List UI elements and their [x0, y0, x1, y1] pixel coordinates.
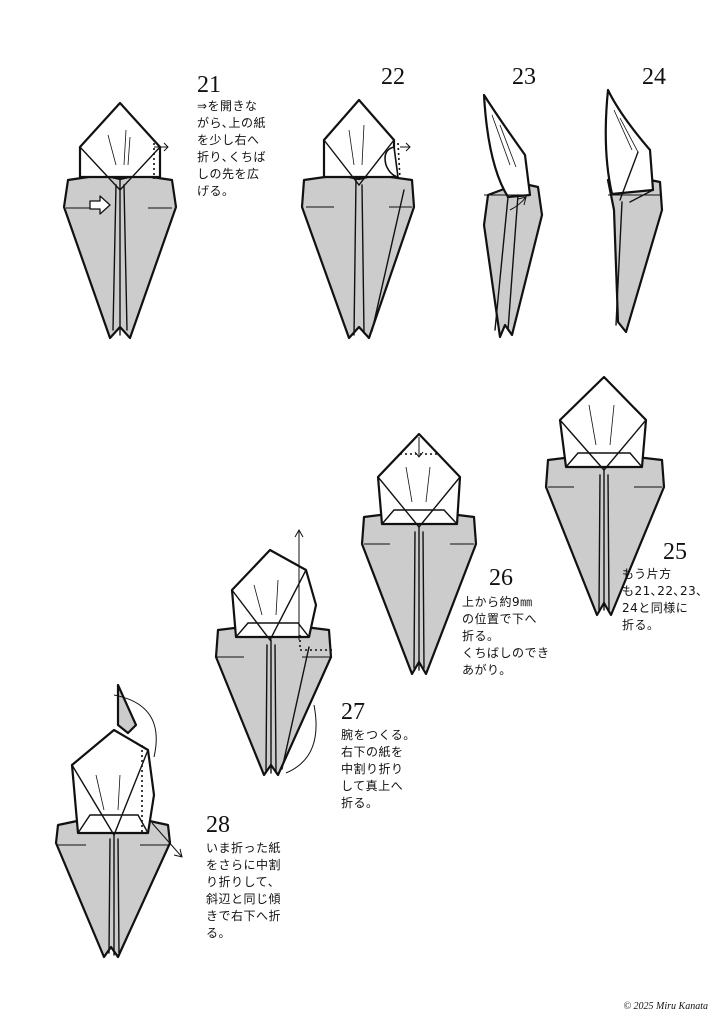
- step-28-figure: [54, 683, 183, 959]
- step-number: 27: [341, 699, 365, 725]
- step-number: 24: [642, 64, 666, 90]
- step-21-figure: [62, 101, 178, 340]
- step-instruction: ⇒を開きな がら､上の紙 を少し右へ 折り､くちば しの先を広 げる。: [197, 99, 267, 198]
- step-25-figure: [544, 375, 666, 617]
- step-number: 26: [489, 565, 513, 591]
- step-26-figure: [360, 432, 478, 676]
- step-23-figure: [482, 93, 544, 339]
- step-24-figure: [604, 88, 664, 334]
- step-instruction: 上から約9㎜ の位置で下へ 折る。 くちばしのでき あがり。: [462, 595, 550, 677]
- step-number: 25: [663, 539, 687, 565]
- step-number: 21: [197, 72, 221, 98]
- copyright-notice: © 2025 Miru Kanata: [623, 1001, 708, 1012]
- step-instruction: 腕をつくる。 右下の紙を 中割り折り して真上へ 折る。: [341, 728, 416, 810]
- step-27-figure: [214, 528, 333, 777]
- step-number: 22: [381, 64, 405, 90]
- step-22-figure: [300, 98, 416, 340]
- step-instruction: もう片方 も21､22､23､ 24と同様に 折る。: [622, 567, 703, 632]
- step-number: 23: [512, 64, 536, 90]
- step-number: 28: [206, 812, 230, 838]
- step-instruction: いま折った紙 をさらに中割 り折りして､ 斜辺と同じ傾 きで右下へ折 る。: [206, 841, 282, 940]
